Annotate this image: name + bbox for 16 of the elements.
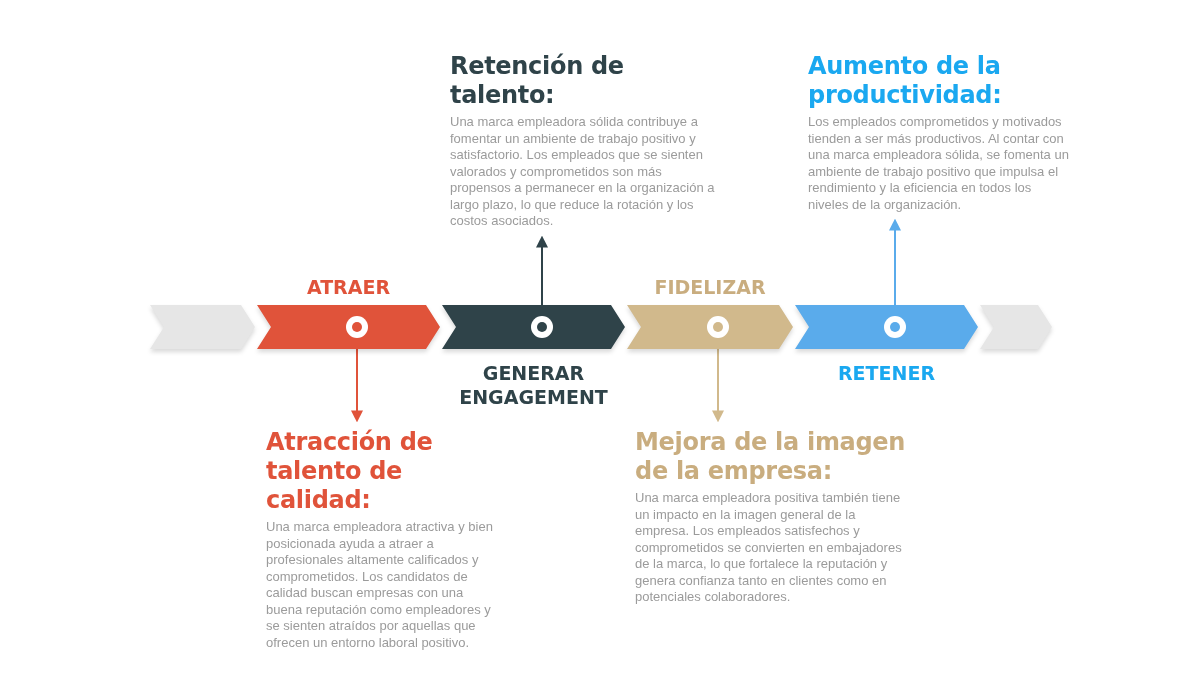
arrow bbox=[536, 235, 548, 306]
stage-label: RETENER bbox=[836, 361, 937, 385]
paragraph: Los empleados comprometidos y motivados tienden a ser más productivos. Al contar con una marca empleadora sólida, se fomenta un ambiente de trabajo positivo que impulsa el rendimiento y la eficiencia en todos los niveles de la organización. bbox=[808, 114, 1070, 213]
stage-label: FIDELIZAR bbox=[653, 275, 767, 299]
heading: Aumento de la productividad: bbox=[808, 52, 1003, 110]
paragraph: Una marca empleadora positiva también tiene un impacto en la imagen general de la empresa. Los empleados satisfechos y comprometidos se convierten en embajadores de la marca, lo que fortalece la reputación y genera confianza tanto en clientes como en potenciales colaboradores. bbox=[635, 490, 903, 606]
stage-label: ATRAER bbox=[305, 275, 392, 299]
heading: Retención de talento: bbox=[450, 52, 625, 110]
paragraph: Una marca empleadora sólida contribuye a fomentar un ambiente de trabajo positivo y satisfactorio. Los empleados que se sienten valorados y comprometidos son más propensos a permanecer en la organización a largo plazo, lo que reduce la rotación y los costos asociados. bbox=[450, 114, 716, 230]
stage-label: GENERAR ENGAGEMENT bbox=[458, 361, 609, 409]
arrow bbox=[889, 218, 901, 306]
arrow bbox=[351, 348, 363, 423]
heading: Mejora de la imagen de la empresa: bbox=[635, 428, 907, 486]
arrow bbox=[712, 348, 724, 423]
paragraph: Una marca empleadora atractiva y bien posicionada ayuda a atraer a profesionales altamente calificados y comprometidos. Los candidatos de calidad buscan empresas con una buena reputación como empleadores y se sienten atraídos por aquellas que ofrecen un entorno laboral positivo. bbox=[266, 519, 494, 651]
heading: Atracción de talento de calidad: bbox=[266, 428, 434, 515]
